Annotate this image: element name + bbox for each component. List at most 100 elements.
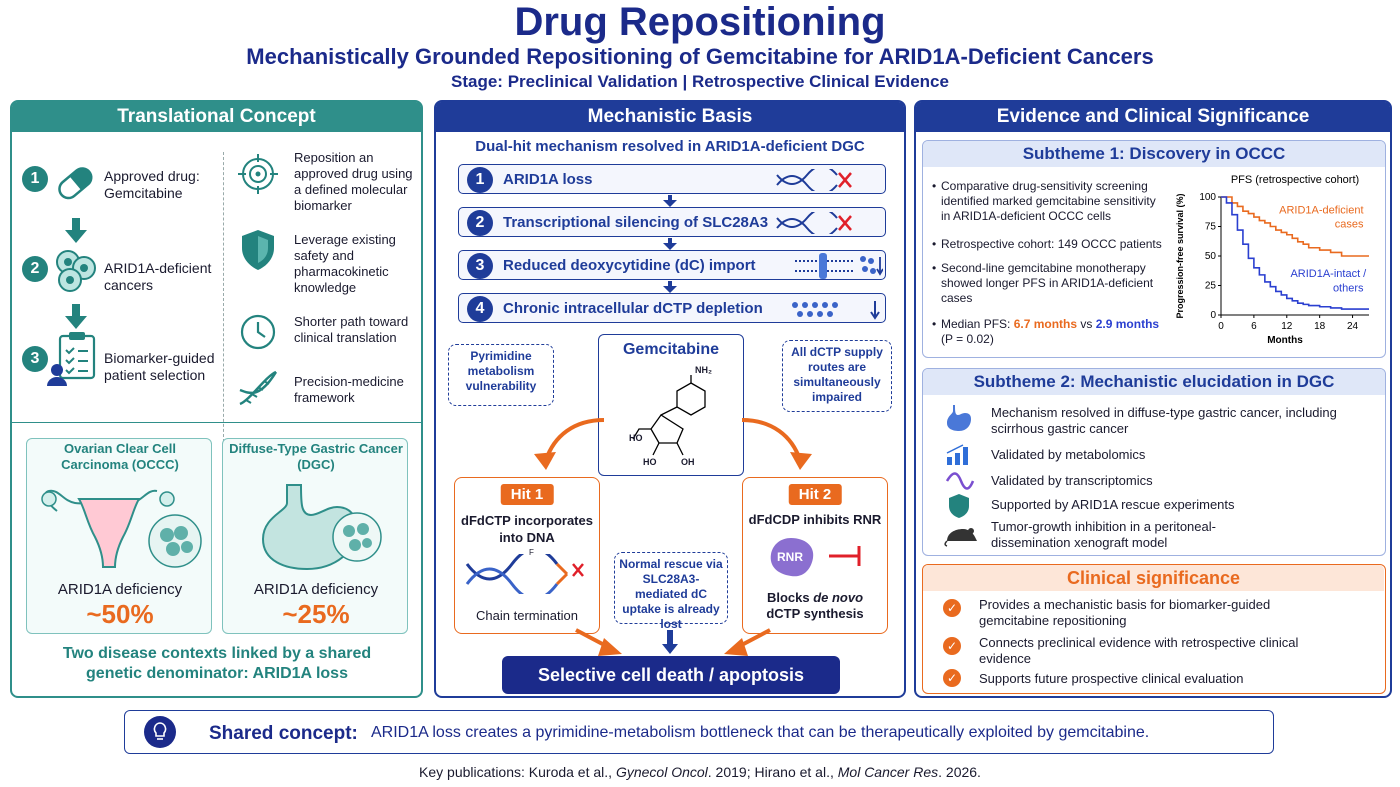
panel-title: Translational Concept: [12, 102, 421, 132]
mechanism-item: Validated by transcriptomics: [991, 473, 1153, 488]
dctp-supply-note: All dCTP supply routes are simultaneousl…: [782, 340, 892, 412]
capsule-icon: [58, 167, 93, 200]
fluorine-label: F: [529, 548, 534, 557]
legend-label-deficient: ARID1A-deficient: [1279, 205, 1363, 217]
stage-line: Stage: Preclinical Validation | Retrospe…: [451, 72, 949, 91]
clinical-title: Clinical significance: [923, 565, 1384, 591]
clinical-item: Connects preclinical evidence with retro…: [979, 635, 1299, 666]
clipboard-patient-icon: [47, 332, 96, 386]
mechanism-item: Tumor-growth inhibition in a peritoneal-…: [991, 519, 1216, 550]
principle-text: Precision-medicine framework: [294, 374, 404, 405]
step-number: 2: [22, 256, 48, 282]
publications: Key publications: Kuroda et al., Gynecol…: [0, 764, 1400, 780]
page-subtitle: Mechanistically Grounded Repositioning o…: [246, 44, 1154, 69]
stomach-icon: [947, 405, 971, 431]
evidence-panel: Evidence and Clinical Significance Subth…: [914, 100, 1392, 698]
amine-label: NH₂: [695, 365, 712, 375]
membrane-transporter-icon: [795, 253, 883, 279]
arrow-down-icon: [662, 630, 678, 654]
x-tick-label: 12: [1281, 321, 1293, 332]
step-number: 3: [467, 253, 493, 279]
deficiency-label: ARID1A deficiency: [57, 581, 183, 598]
deficiency-label: ARID1A deficiency: [253, 581, 379, 598]
arrow-curve-right: [741, 418, 812, 470]
evidence-bullet: Comparative drug-sensitivity screening i…: [932, 179, 1163, 224]
pub-part: . 2026.: [938, 764, 981, 780]
arrow-to-result: [575, 628, 622, 656]
step-label: Transcriptional silencing of SLC28A3: [503, 214, 769, 231]
subtheme1-box: Subtheme 1: Discovery in OCCC Comparativ…: [922, 140, 1386, 358]
x-tick-label: 24: [1347, 321, 1359, 332]
evidence-bullet: Second-line gemcitabine monotherapy show…: [932, 261, 1163, 306]
mechanism-step: 3 Reduced deoxycytidine (dC) import: [458, 250, 886, 280]
median-intact: 2.9 months: [1095, 317, 1160, 331]
translational-concept-panel: Translational Concept 1 Approved drug: G…: [10, 100, 423, 698]
subtheme2-box: Subtheme 2: Mechanistic elucidation in D…: [922, 368, 1386, 556]
shared-label: Shared concept:: [209, 723, 358, 744]
hit-subtext-italic: de novo: [813, 590, 864, 605]
panel-title: Evidence and Clinical Significance: [916, 102, 1390, 132]
principle-text: Shorter path toward clinical translation: [294, 314, 409, 345]
stomach-icon: [261, 484, 382, 571]
median-prefix: Median PFS:: [941, 317, 1014, 331]
arrow-curve-left: [534, 418, 605, 470]
clinical-significance-box: Clinical significance ✓ Provides a mecha…: [922, 564, 1386, 694]
median-pfs: Median PFS: 6.7 months vs 2.9 months(P =…: [932, 317, 1175, 347]
x-tick-label: 6: [1251, 321, 1257, 332]
hit-label: Hit 1: [500, 484, 554, 505]
y-axis-label: Progression-free survival (%): [1175, 193, 1185, 318]
drug-name: Gemcitabine: [622, 341, 720, 358]
hit2-box: Hit 2 dFdCDP inhibits RNR RNR Blocks de …: [742, 477, 888, 634]
check-icon: ✓: [943, 599, 961, 617]
target-icon: [238, 154, 278, 194]
legend-label-intact: others: [1333, 282, 1364, 294]
mechanism-item: Supported by ARID1A rescue experiments: [991, 497, 1235, 512]
step-text: ARID1A-deficient cancers: [104, 260, 212, 293]
arrow-to-result: [724, 628, 771, 656]
journal-name: Gynecol Oncol: [615, 764, 708, 780]
evidence-bullet: Retrospective cohort: 149 OCCC patients: [932, 237, 1163, 252]
shield-icon: [242, 230, 274, 270]
mechanism-item: Validated by metabolomics: [991, 447, 1146, 462]
arrow-down-icon: [65, 218, 87, 243]
y-tick-label: 100: [1199, 192, 1216, 203]
y-tick-label: 75: [1205, 222, 1217, 233]
subtheme-title: Subtheme 1: Discovery in OCCC: [923, 141, 1385, 167]
cells-icon: [56, 250, 96, 292]
step-number: 2: [467, 210, 493, 236]
rnr-inhibition-icon: [770, 538, 861, 577]
hit1-box: Hit 1 dFdCTP incorporates into DNA F Cha…: [454, 477, 600, 634]
divider: [12, 422, 421, 423]
y-tick-label: 0: [1210, 310, 1216, 321]
subtheme-title: Subtheme 2: Mechanistic elucidation in D…: [923, 369, 1385, 395]
y-tick-label: 50: [1205, 251, 1217, 262]
x-tick-label: 18: [1314, 321, 1326, 332]
vulnerability-note: Pyrimidine metabolism vulnerability: [448, 344, 554, 406]
y-tick-label: 25: [1205, 281, 1217, 292]
hydroxyl-label: HO: [629, 433, 643, 443]
pub-part: . 2019; Hirano et al.,: [707, 764, 838, 780]
arrow-down-icon: [663, 238, 677, 250]
gemcitabine-box: Gemcitabine NH₂ HO HO OH: [598, 334, 744, 476]
step-label: Chronic intracellular dCTP depletion: [503, 300, 763, 317]
check-icon: ✓: [943, 637, 961, 655]
card-title: Diffuse-Type Gastric Cancer (DGC): [229, 441, 403, 472]
clinical-item: Supports future prospective clinical eva…: [979, 671, 1244, 686]
result-box: Selective cell death / apoptosis: [502, 656, 840, 694]
rnr-label: RNR: [777, 550, 803, 564]
dgc-card: Diffuse-Type Gastric Cancer (DGC) ARID1A…: [222, 438, 408, 634]
shared-text: ARID1A loss creates a pyrimidine-metabol…: [371, 724, 1150, 741]
dna-cross-icon: [776, 212, 852, 234]
left-summary: Two disease contexts linked by a shared …: [62, 645, 372, 682]
step-label: ARID1A loss: [503, 171, 593, 188]
wave-icon: [945, 472, 975, 490]
step-text: Biomarker-guided patient selection: [104, 350, 215, 383]
bar-chart-icon: [946, 444, 968, 465]
hit-subtext-part: Blocks: [766, 590, 814, 605]
mechanism-heading: Dual-hit mechanism resolved in ARID1A-de…: [475, 138, 865, 155]
check-icon: ✓: [943, 669, 961, 687]
legend-label-deficient: cases: [1335, 219, 1364, 231]
shared-concept-box: Shared concept: ARID1A loss creates a py…: [124, 710, 1274, 754]
mouse-icon: [944, 528, 977, 547]
